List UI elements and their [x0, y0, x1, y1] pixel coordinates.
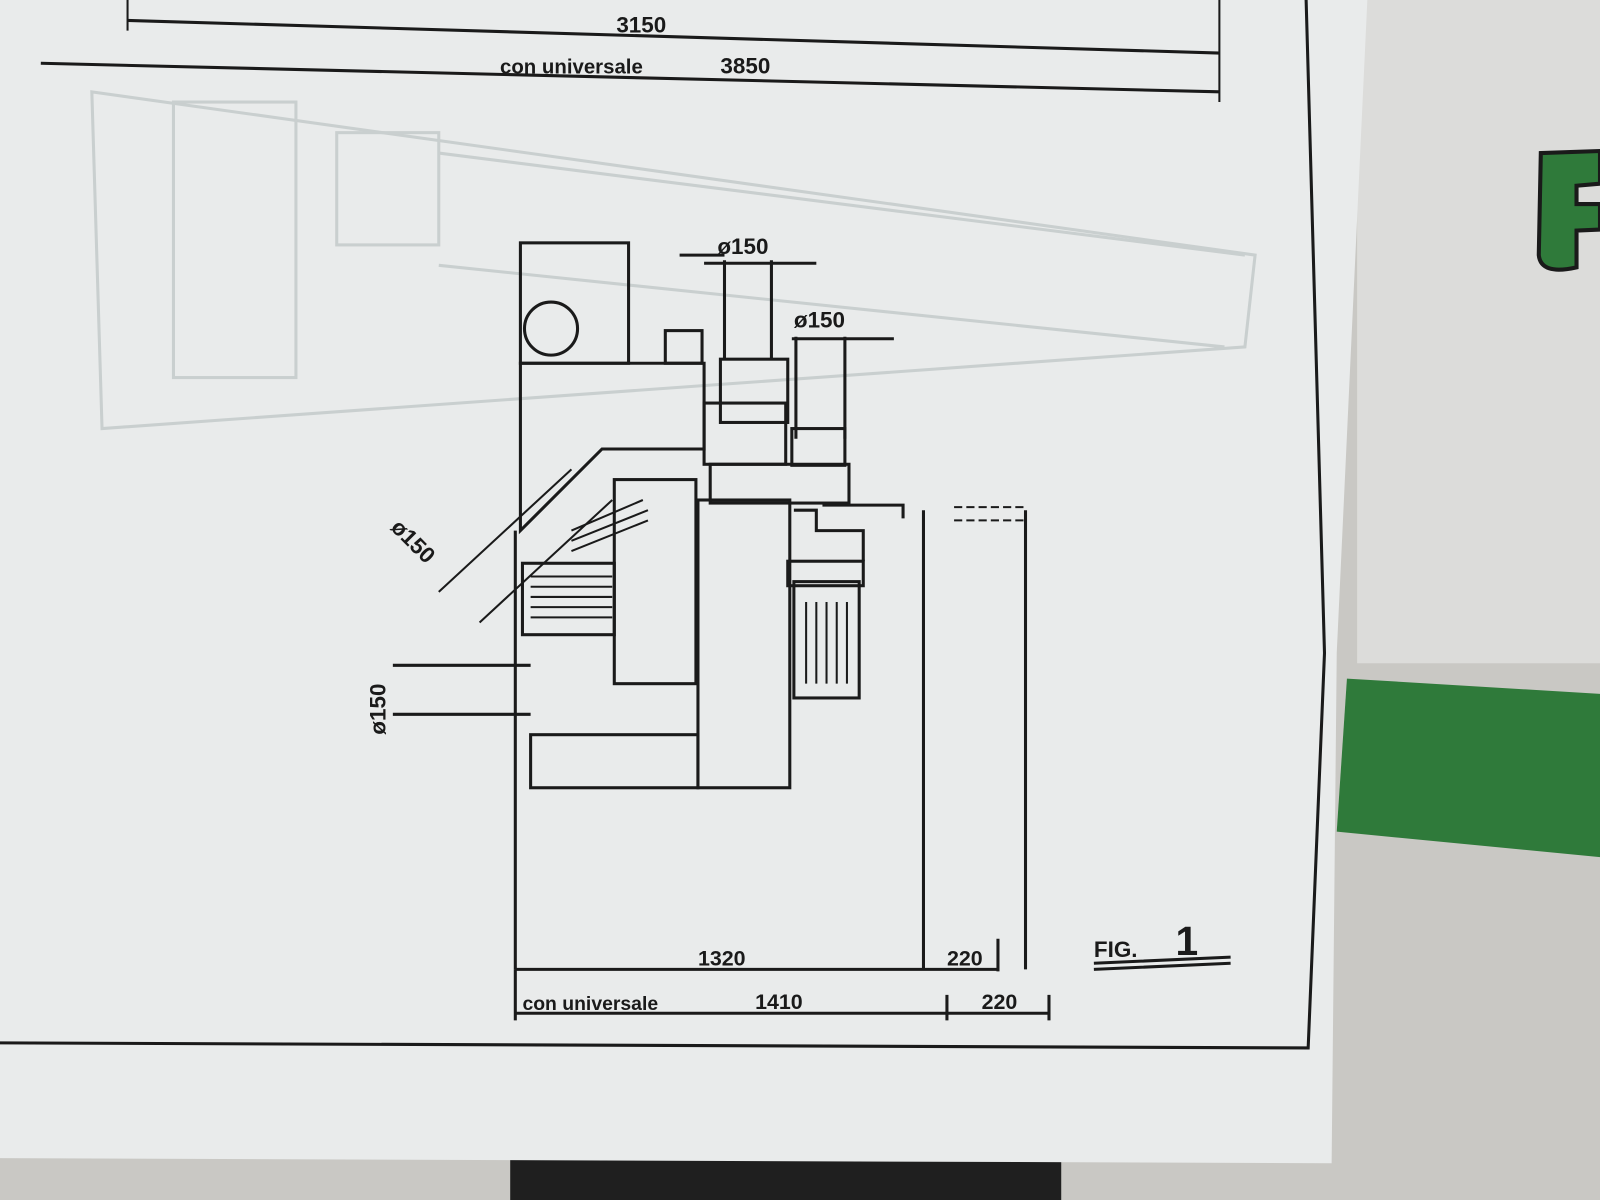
- machine-side-view: [392, 241, 1028, 970]
- figure-underline: [1093, 955, 1231, 971]
- machine-body: [1357, 0, 1600, 664]
- top-universal-label: con universale: [500, 56, 643, 78]
- logo-fragment: [1536, 148, 1600, 272]
- top-dimension-value: 3150: [616, 13, 666, 38]
- hatched-spindles: [530, 499, 848, 684]
- diameter-label-right: ø150: [794, 308, 845, 333]
- bottom-universal-side: 220: [982, 990, 1018, 1014]
- diameter-label-left: ø150: [366, 684, 391, 735]
- bottom-dimension-side: 220: [947, 946, 983, 970]
- frame-border: [0, 0, 1327, 1050]
- figure-label: FIG.: [1094, 937, 1138, 962]
- green-machine-rail: [1336, 678, 1600, 858]
- show-through-image: [90, 90, 1257, 431]
- bottom-dimension-main: 1320: [698, 946, 746, 970]
- top-universal-value: 3850: [720, 53, 770, 78]
- bottom-universal-value: 1410: [755, 990, 803, 1014]
- top-dimension-lines: [40, 0, 1221, 103]
- figure-number: 1: [1176, 918, 1199, 964]
- bottom-dimension-lines: [513, 938, 1051, 1021]
- bottom-universal-label: con universale: [522, 993, 658, 1015]
- diameter-label-top: ø150: [717, 234, 768, 259]
